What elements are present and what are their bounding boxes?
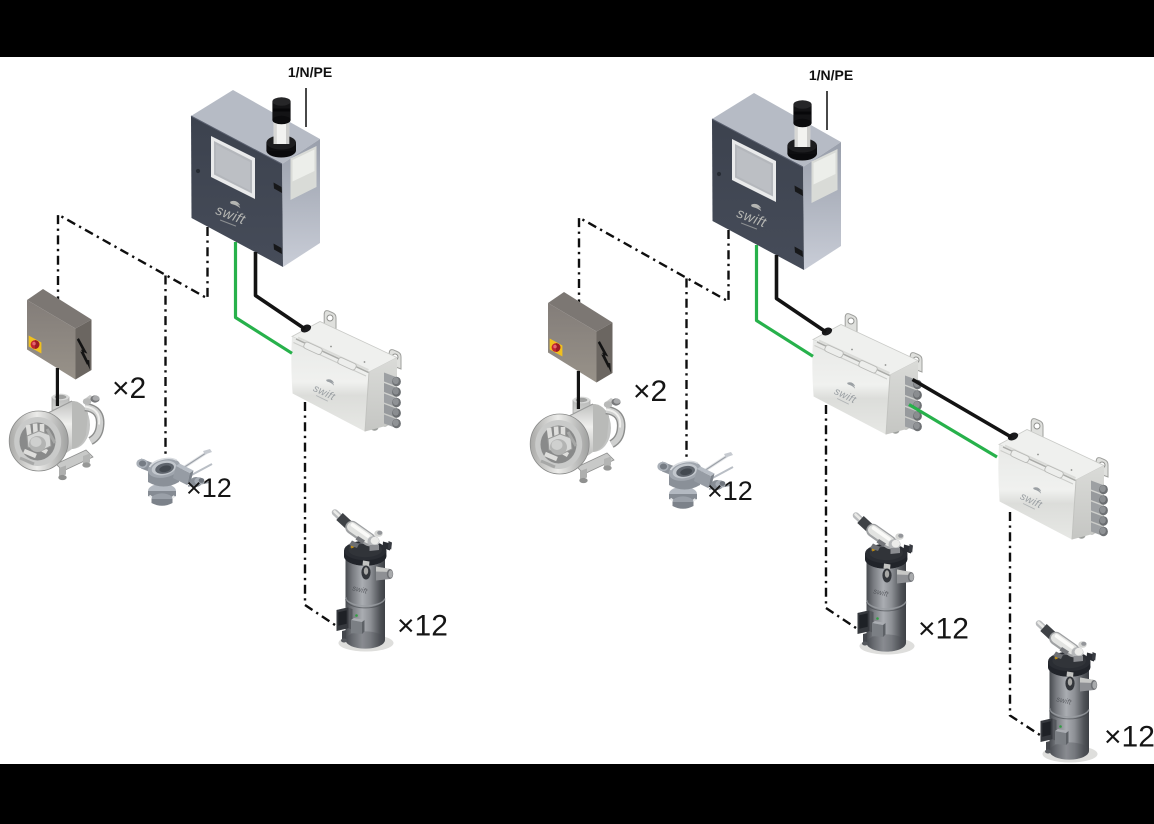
svg-text:×12: ×12 bbox=[1104, 721, 1154, 754]
